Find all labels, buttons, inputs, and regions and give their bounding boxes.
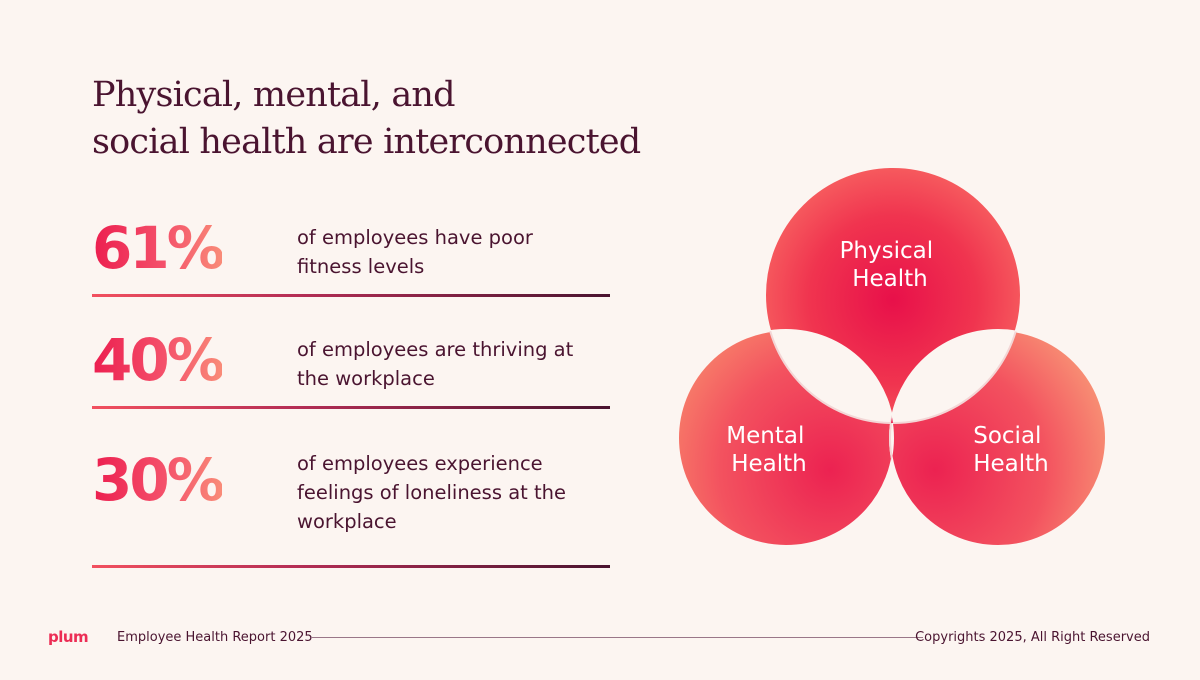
- mental-health-label: Mental Health: [726, 423, 811, 477]
- plum-logo: plum: [48, 628, 89, 646]
- health-venn-diagram: Physical Health Mental Health Social Hea…: [677, 166, 1107, 547]
- stat-divider: [92, 406, 610, 409]
- stat-description-line: workplace: [297, 510, 397, 533]
- mental-label-line-2: Health: [731, 451, 807, 477]
- physical-social-overlap: [890, 330, 1022, 424]
- stat-description-line: of employees experience: [297, 452, 543, 475]
- stat-description: of employees have poor fitness levels: [297, 223, 597, 281]
- stat-divider: [92, 294, 610, 297]
- report-title: Employee Health Report 2025: [117, 630, 313, 645]
- physical-label-line-1: Physical: [840, 238, 934, 264]
- social-health-label: Social Health: [973, 423, 1049, 477]
- stat-description-line: the workplace: [297, 367, 435, 390]
- mental-social-overlap: [889, 330, 894, 546]
- stat-value: 30%: [92, 446, 225, 514]
- social-label-line-2: Health: [973, 451, 1049, 477]
- stat-description: of employees experience feelings of lone…: [297, 449, 597, 536]
- mental-label-line-1: Mental: [726, 423, 804, 449]
- stat-thriving: 40% of employees are thriving at the wor…: [92, 330, 610, 412]
- physical-label-line-2: Health: [852, 266, 928, 292]
- stat-value: 40%: [92, 326, 225, 394]
- stat-fitness: 61% of employees have poor fitness level…: [92, 218, 610, 300]
- physical-health-label: Physical Health: [840, 238, 941, 292]
- social-label-line-1: Social: [973, 423, 1041, 449]
- stat-loneliness: 30% of employees experience feelings of …: [92, 450, 610, 572]
- stat-divider: [92, 565, 610, 568]
- stat-value: 61%: [92, 214, 225, 282]
- title-line-2: social health are interconnected: [92, 122, 641, 162]
- footer-divider: [311, 637, 923, 638]
- copyright-text: Copyrights 2025, All Right Reserved: [915, 630, 1150, 645]
- stat-description-line: fitness levels: [297, 255, 425, 278]
- page-title: Physical, mental, and social health are …: [92, 72, 641, 166]
- stat-description: of employees are thriving at the workpla…: [297, 335, 597, 393]
- stat-description-line: of employees are thriving at: [297, 338, 574, 361]
- stat-description-line: feelings of loneliness at the: [297, 481, 566, 504]
- stat-description-line: of employees have poor: [297, 226, 533, 249]
- title-line-1: Physical, mental, and: [92, 75, 456, 115]
